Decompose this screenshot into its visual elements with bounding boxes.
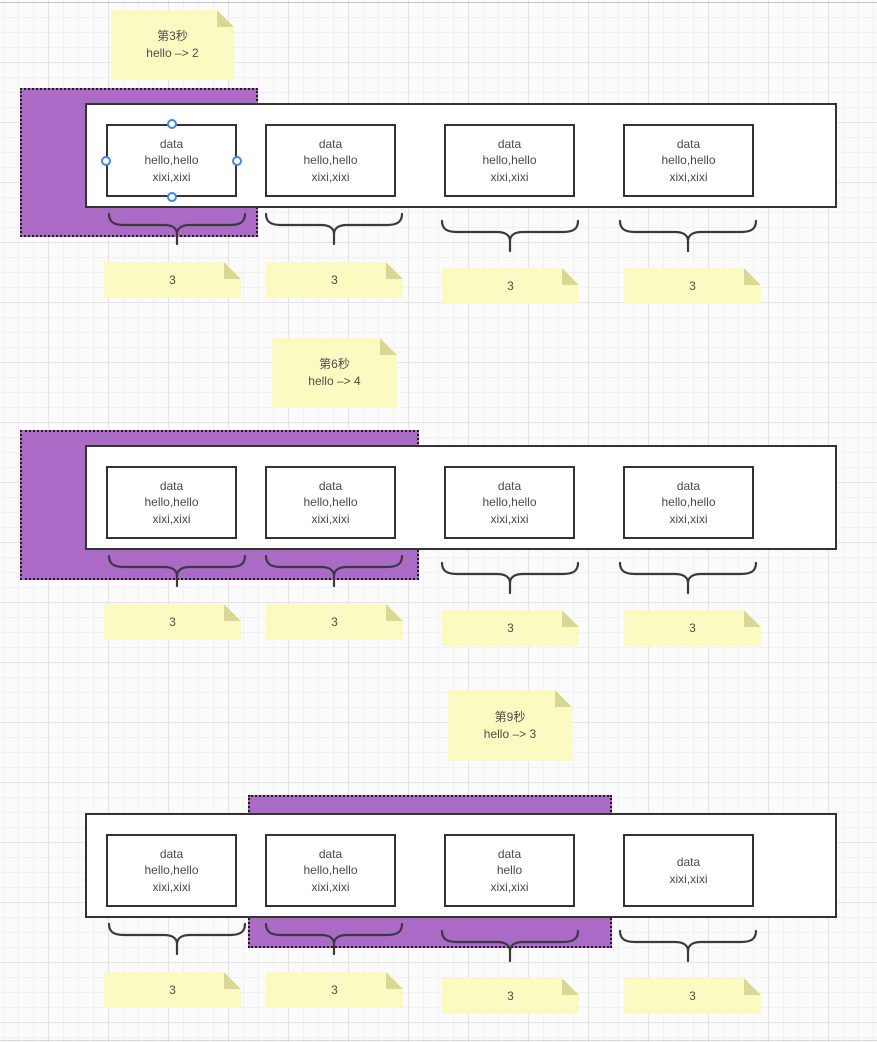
data-box-2-3[interactable]: data hello,hello xixi,xixi	[444, 466, 575, 539]
time-note-text: 第6秒 hello –> 4	[308, 357, 361, 388]
note-fold-icon	[386, 604, 403, 621]
count-note-3-4[interactable]: 3	[624, 978, 761, 1014]
curly-brace-1-3[interactable]	[440, 219, 580, 253]
note-fold-icon	[744, 978, 761, 995]
time-note-3s[interactable]: 第3秒 hello –> 2	[111, 10, 234, 80]
curly-brace-1-4[interactable]	[618, 219, 758, 253]
count-label: 3	[507, 989, 514, 1003]
count-label: 3	[689, 621, 696, 635]
curly-brace-3-3[interactable]	[440, 929, 580, 963]
count-note-2-2[interactable]: 3	[266, 604, 403, 640]
connection-handle-top[interactable]	[166, 119, 177, 129]
count-note-1-2[interactable]: 3	[266, 262, 403, 298]
connection-handle-left[interactable]	[101, 155, 111, 166]
note-fold-icon	[555, 690, 572, 707]
data-box-1-1[interactable]: data hello,hello xixi,xixi	[106, 124, 237, 197]
canvas-bottom-edge	[0, 1040, 877, 1041]
connection-handle-bottom[interactable]	[166, 192, 177, 202]
note-fold-icon	[386, 972, 403, 989]
data-box-1-3[interactable]: data hello,hello xixi,xixi	[444, 124, 575, 197]
curly-brace-2-1[interactable]	[107, 554, 247, 588]
canvas-top-edge	[0, 2, 877, 3]
data-box-2-4[interactable]: data hello,hello xixi,xixi	[623, 466, 754, 539]
curly-brace-3-2[interactable]	[264, 922, 404, 956]
count-label: 3	[331, 983, 338, 997]
note-fold-icon	[217, 10, 234, 27]
data-box-2-2[interactable]: data hello,hello xixi,xixi	[265, 466, 396, 539]
count-label: 3	[689, 279, 696, 293]
data-box-2-1[interactable]: data hello,hello xixi,xixi	[106, 466, 237, 539]
data-box-3-3[interactable]: data hello xixi,xixi	[444, 834, 575, 907]
data-box-3-2[interactable]: data hello,hello xixi,xixi	[265, 834, 396, 907]
note-fold-icon	[224, 604, 241, 621]
count-note-1-4[interactable]: 3	[624, 268, 761, 304]
count-label: 3	[169, 615, 176, 629]
curly-brace-3-4[interactable]	[618, 929, 758, 963]
count-note-1-1[interactable]: 3	[104, 262, 241, 298]
count-label: 3	[331, 273, 338, 287]
count-label: 3	[689, 989, 696, 1003]
note-fold-icon	[562, 610, 579, 627]
note-fold-icon	[744, 268, 761, 285]
time-note-text: 第3秒 hello –> 2	[146, 29, 199, 60]
curly-brace-2-2[interactable]	[264, 554, 404, 588]
time-note-9s[interactable]: 第9秒 hello –> 3	[448, 690, 572, 761]
curly-brace-3-1[interactable]	[107, 922, 247, 956]
count-label: 3	[331, 615, 338, 629]
data-box-3-4[interactable]: data xixi,xixi	[623, 834, 754, 907]
count-note-2-3[interactable]: 3	[442, 610, 579, 646]
count-note-2-1[interactable]: 3	[104, 604, 241, 640]
note-fold-icon	[562, 978, 579, 995]
count-note-3-2[interactable]: 3	[266, 972, 403, 1008]
connection-handle-right[interactable]	[232, 155, 242, 166]
time-note-6s[interactable]: 第6秒 hello –> 4	[272, 338, 397, 408]
count-label: 3	[169, 273, 176, 287]
data-box-1-4[interactable]: data hello,hello xixi,xixi	[623, 124, 754, 197]
curly-brace-1-1[interactable]	[107, 212, 247, 246]
count-note-3-1[interactable]: 3	[104, 972, 241, 1008]
data-box-3-1[interactable]: data hello,hello xixi,xixi	[106, 834, 237, 907]
time-note-text: 第9秒 hello –> 3	[483, 709, 537, 741]
count-label: 3	[507, 621, 514, 635]
curly-brace-1-2[interactable]	[264, 212, 404, 246]
data-box-1-2[interactable]: data hello,hello xixi,xixi	[265, 124, 396, 197]
count-label: 3	[507, 279, 514, 293]
note-fold-icon	[224, 972, 241, 989]
note-fold-icon	[224, 262, 241, 279]
note-fold-icon	[562, 268, 579, 285]
count-note-2-4[interactable]: 3	[624, 610, 761, 646]
note-fold-icon	[386, 262, 403, 279]
note-fold-icon	[744, 610, 761, 627]
note-fold-icon	[380, 338, 397, 355]
count-label: 3	[169, 983, 176, 997]
curly-brace-2-4[interactable]	[618, 561, 758, 595]
curly-brace-2-3[interactable]	[440, 561, 580, 595]
count-note-1-3[interactable]: 3	[442, 268, 579, 304]
count-note-3-3[interactable]: 3	[442, 978, 579, 1014]
